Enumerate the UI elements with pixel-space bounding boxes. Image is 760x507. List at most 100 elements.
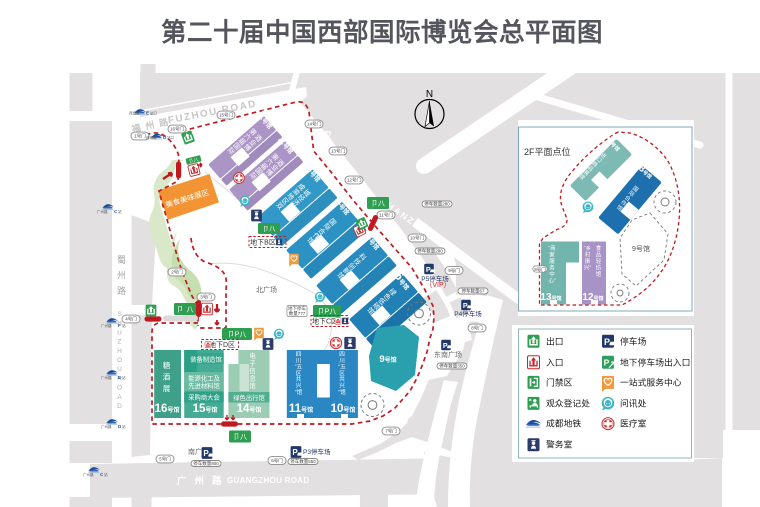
svg-text:地下C区: 地下C区	[312, 317, 338, 326]
svg-text:8号门: 8号门	[471, 325, 483, 332]
svg-text:食品轻纺馆: 食品轻纺馆	[596, 244, 602, 278]
svg-text:站: 站	[104, 472, 108, 477]
svg-text:（VIP）: （VIP）	[425, 281, 450, 289]
svg-text:门禁区: 门禁区	[546, 377, 573, 388]
svg-text:第六届国际: 第六届国际	[248, 151, 281, 181]
svg-text:南广场: 南广场	[188, 447, 209, 456]
svg-text:广州路: 广州路	[177, 475, 230, 487]
svg-text:停车数量350: 停车数量350	[439, 363, 465, 370]
svg-text:15号门: 15号门	[219, 112, 234, 119]
svg-text:地下B区: 地下B区	[250, 238, 276, 247]
svg-text:站口: 站口	[150, 111, 157, 116]
svg-text:6号门: 6号门	[271, 457, 283, 464]
svg-text:第六届国际: 第六届国际	[226, 126, 259, 156]
svg-text:北广场: 北广场	[256, 285, 277, 294]
svg-text:绿色低碳馆: 绿色低碳馆	[365, 286, 398, 316]
svg-text:1号门: 1号门	[134, 133, 146, 140]
svg-text:P5停车场: P5停车场	[421, 274, 449, 283]
svg-text:E: E	[118, 375, 121, 380]
svg-text:13号馆: 13号馆	[540, 292, 561, 303]
svg-text:卩八: 卩八	[263, 225, 277, 233]
svg-text:四川“五区共兴”馆: 四川“五区共兴”馆	[338, 351, 346, 396]
svg-text:酒业博览会: 酒业博览会	[231, 133, 263, 162]
svg-text:停车数量280: 停车数量280	[424, 201, 450, 208]
svg-text:9号门: 9号门	[448, 267, 460, 274]
svg-text:N: N	[426, 89, 433, 100]
svg-text:C: C	[100, 472, 104, 477]
svg-text:D: D	[163, 135, 167, 140]
svg-text:数量777: 数量777	[289, 310, 306, 317]
svg-text:站口: 站口	[167, 135, 174, 140]
svg-text:地下D区: 地下D区	[209, 340, 235, 349]
svg-text:成都地铁: 成都地铁	[546, 418, 581, 429]
svg-text:医疗室: 医疗室	[620, 418, 647, 429]
svg-text:西博城: 西博城	[129, 111, 140, 116]
svg-text:10号门: 10号门	[410, 235, 425, 242]
svg-text:西博城: 西博城	[146, 135, 157, 140]
svg-text:停车数量550: 停车数量550	[290, 458, 316, 465]
svg-text:停车场: 停车场	[620, 336, 647, 347]
svg-text:卩八: 卩八	[188, 157, 199, 165]
svg-text:汉州路: 汉州路	[321, 130, 332, 190]
svg-text:站: 站	[118, 209, 122, 214]
svg-text:“乡村振兴”: “乡村振兴”	[584, 245, 592, 272]
svg-text:2F平面点位: 2F平面点位	[524, 146, 571, 157]
svg-text:11号门: 11号门	[379, 212, 393, 219]
svg-text:停车数量800: 停车数量800	[193, 460, 219, 467]
svg-text:13号门: 13号门	[331, 148, 346, 155]
svg-text:2号门: 2号门	[171, 269, 183, 276]
svg-text:站: 站	[122, 323, 126, 328]
svg-text:成渝地区双: 成渝地区双	[274, 181, 307, 211]
svg-text:广州路: 广州路	[101, 424, 112, 429]
svg-text:糖酒展: 糖酒展	[163, 360, 171, 393]
svg-text:卩八: 卩八	[233, 433, 247, 441]
svg-text:进口商品展馆: 进口商品展馆	[577, 151, 608, 182]
svg-text:8号门: 8号门	[534, 266, 546, 273]
svg-text:绿色出行馆: 绿色出行馆	[233, 393, 264, 402]
svg-text:地下停车: 地下停车	[288, 305, 306, 312]
svg-text:5号门: 5号门	[159, 456, 171, 463]
svg-text:入口: 入口	[546, 358, 564, 368]
svg-text:P4停车场: P4停车场	[454, 309, 482, 318]
svg-text:国际合作馆: 国际合作馆	[615, 185, 640, 213]
svg-text:16号门: 16号门	[170, 126, 185, 133]
svg-text:停车数量67: 停车数量67	[461, 288, 485, 295]
svg-text:装备制造馆: 装备制造馆	[190, 355, 221, 364]
svg-text:电子信息馆: 电子信息馆	[249, 351, 256, 390]
svg-text:C: C	[114, 209, 118, 214]
svg-text:卩八: 卩八	[371, 200, 385, 208]
svg-text:P3停车场: P3停车场	[303, 447, 331, 456]
svg-text:广州路: 广州路	[101, 375, 112, 380]
svg-text:四川“五区共兴”馆: 四川“五区共兴”馆	[295, 351, 303, 396]
svg-text:4号门: 4号门	[125, 316, 137, 323]
svg-text:E: E	[146, 111, 149, 116]
svg-text:F: F	[118, 323, 121, 328]
svg-text:观众登记处: 观众登记处	[546, 398, 590, 409]
svg-text:城经济圈馆: 城经济圈馆	[280, 188, 312, 217]
svg-text:“商家服务中心”: “商家服务中心”	[548, 244, 556, 285]
svg-text:12号门: 12号门	[347, 177, 362, 184]
svg-text:八: 八	[187, 307, 194, 314]
svg-text:国际合作馆: 国际合作馆	[305, 217, 337, 246]
svg-text:停车数量280: 停车数量280	[417, 248, 443, 255]
svg-text:一站式服务中心: 一站式服务中心	[620, 377, 682, 388]
svg-text:广州路: 广州路	[101, 323, 112, 328]
svg-text:14号门: 14号门	[307, 121, 322, 128]
svg-text:东南广场: 东南广场	[434, 350, 462, 359]
svg-text:7号门: 7号门	[385, 428, 397, 435]
svg-text:D: D	[118, 424, 122, 429]
svg-text:9号馆: 9号馆	[379, 354, 396, 365]
svg-text:9号馆: 9号馆	[632, 244, 650, 253]
svg-text:站: 站	[122, 375, 126, 380]
svg-text:广州路: 广州路	[97, 209, 108, 214]
svg-text:GUANGZHOU ROAD: GUANGZHOU ROAD	[227, 476, 309, 485]
svg-text:3号门: 3号门	[200, 294, 212, 301]
svg-text:卩P八: 卩P八	[228, 331, 247, 339]
svg-text:先进材料馆: 先进材料馆	[188, 381, 219, 390]
svg-text:广州路: 广州路	[83, 472, 94, 477]
svg-text:地下停车场出入口: 地下停车场出入口	[620, 357, 690, 368]
svg-text:问讯处: 问讯处	[620, 398, 647, 409]
svg-text:科技创新馆: 科技创新馆	[335, 251, 368, 281]
svg-text:第二十届中国西部国际博览会总平面图: 第二十届中国西部国际博览会总平面图	[161, 18, 603, 47]
